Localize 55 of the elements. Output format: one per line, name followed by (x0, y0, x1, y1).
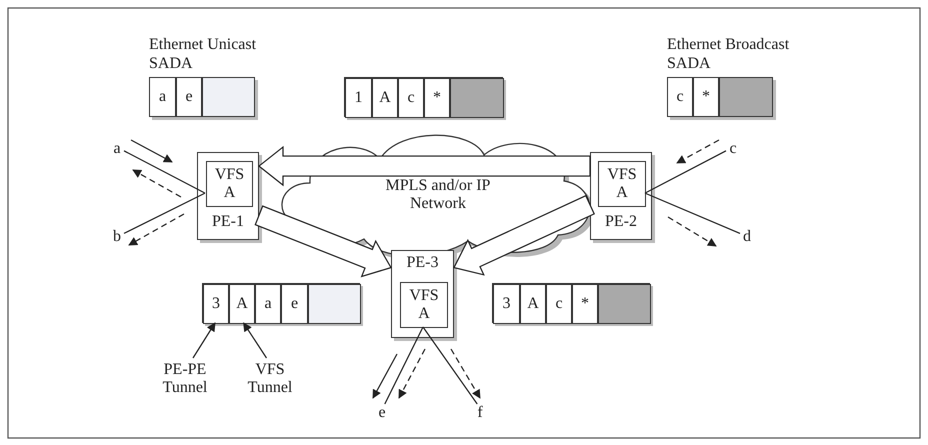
header-field: 3 (203, 284, 229, 324)
header-field: A (229, 284, 255, 324)
port-label: f (473, 404, 487, 422)
vfs-box: VFS A (400, 282, 448, 328)
packet-title: Ethernet Broadcast SADA (667, 36, 790, 73)
header-field: 3 (493, 284, 520, 324)
header-field: e (176, 77, 202, 117)
header-field: e (281, 284, 308, 324)
vfs-box: VFS A (598, 161, 646, 207)
connector-line (384, 326, 424, 404)
callout-label: VFS Tunnel (235, 358, 305, 400)
router-label: PE-2 (604, 213, 638, 231)
payload-field (598, 284, 651, 324)
network-label: MPLS and/or IP Network (384, 177, 492, 214)
packet-frame (492, 283, 650, 323)
leader-line (192, 322, 216, 358)
header-field: a (149, 77, 176, 117)
port-label: c (726, 140, 740, 158)
vfs-box: VFS A (206, 161, 253, 207)
router-box (197, 152, 259, 240)
block-arrow (254, 205, 392, 278)
block-arrow (453, 194, 595, 276)
header-field: A (520, 284, 546, 324)
connector-line (124, 150, 206, 194)
payload-field (202, 77, 255, 117)
block-arrow (258, 146, 591, 186)
header-field: c (398, 78, 424, 118)
port-label: e (375, 404, 389, 422)
header-field: A (372, 78, 398, 118)
payload-field (719, 77, 773, 117)
router-label: PE-3 (406, 254, 440, 272)
leader-line (243, 322, 267, 358)
header-field: * (572, 284, 598, 324)
header-field: 1 (345, 78, 372, 118)
port-label: d (740, 228, 754, 246)
port-label: b (110, 228, 124, 246)
packet-frame (202, 283, 360, 323)
connector-line (422, 326, 478, 404)
callout-label: PE-PE Tunnel (145, 358, 225, 400)
header-field: * (424, 78, 450, 118)
header-field: * (693, 77, 719, 117)
header-field: c (546, 284, 572, 324)
header-field: a (255, 284, 281, 324)
connector-line (124, 192, 206, 234)
header-field: c (667, 77, 693, 117)
packet-frame (344, 77, 503, 117)
connector-line (644, 150, 726, 194)
router-box (590, 152, 652, 240)
payload-field (308, 284, 361, 324)
port-label: a (110, 140, 124, 158)
router-label: PE-1 (211, 213, 245, 231)
router-box (391, 250, 454, 338)
packet-title: Ethernet Unicast SADA (149, 36, 258, 73)
connector-line (644, 192, 740, 234)
payload-field (450, 78, 504, 118)
